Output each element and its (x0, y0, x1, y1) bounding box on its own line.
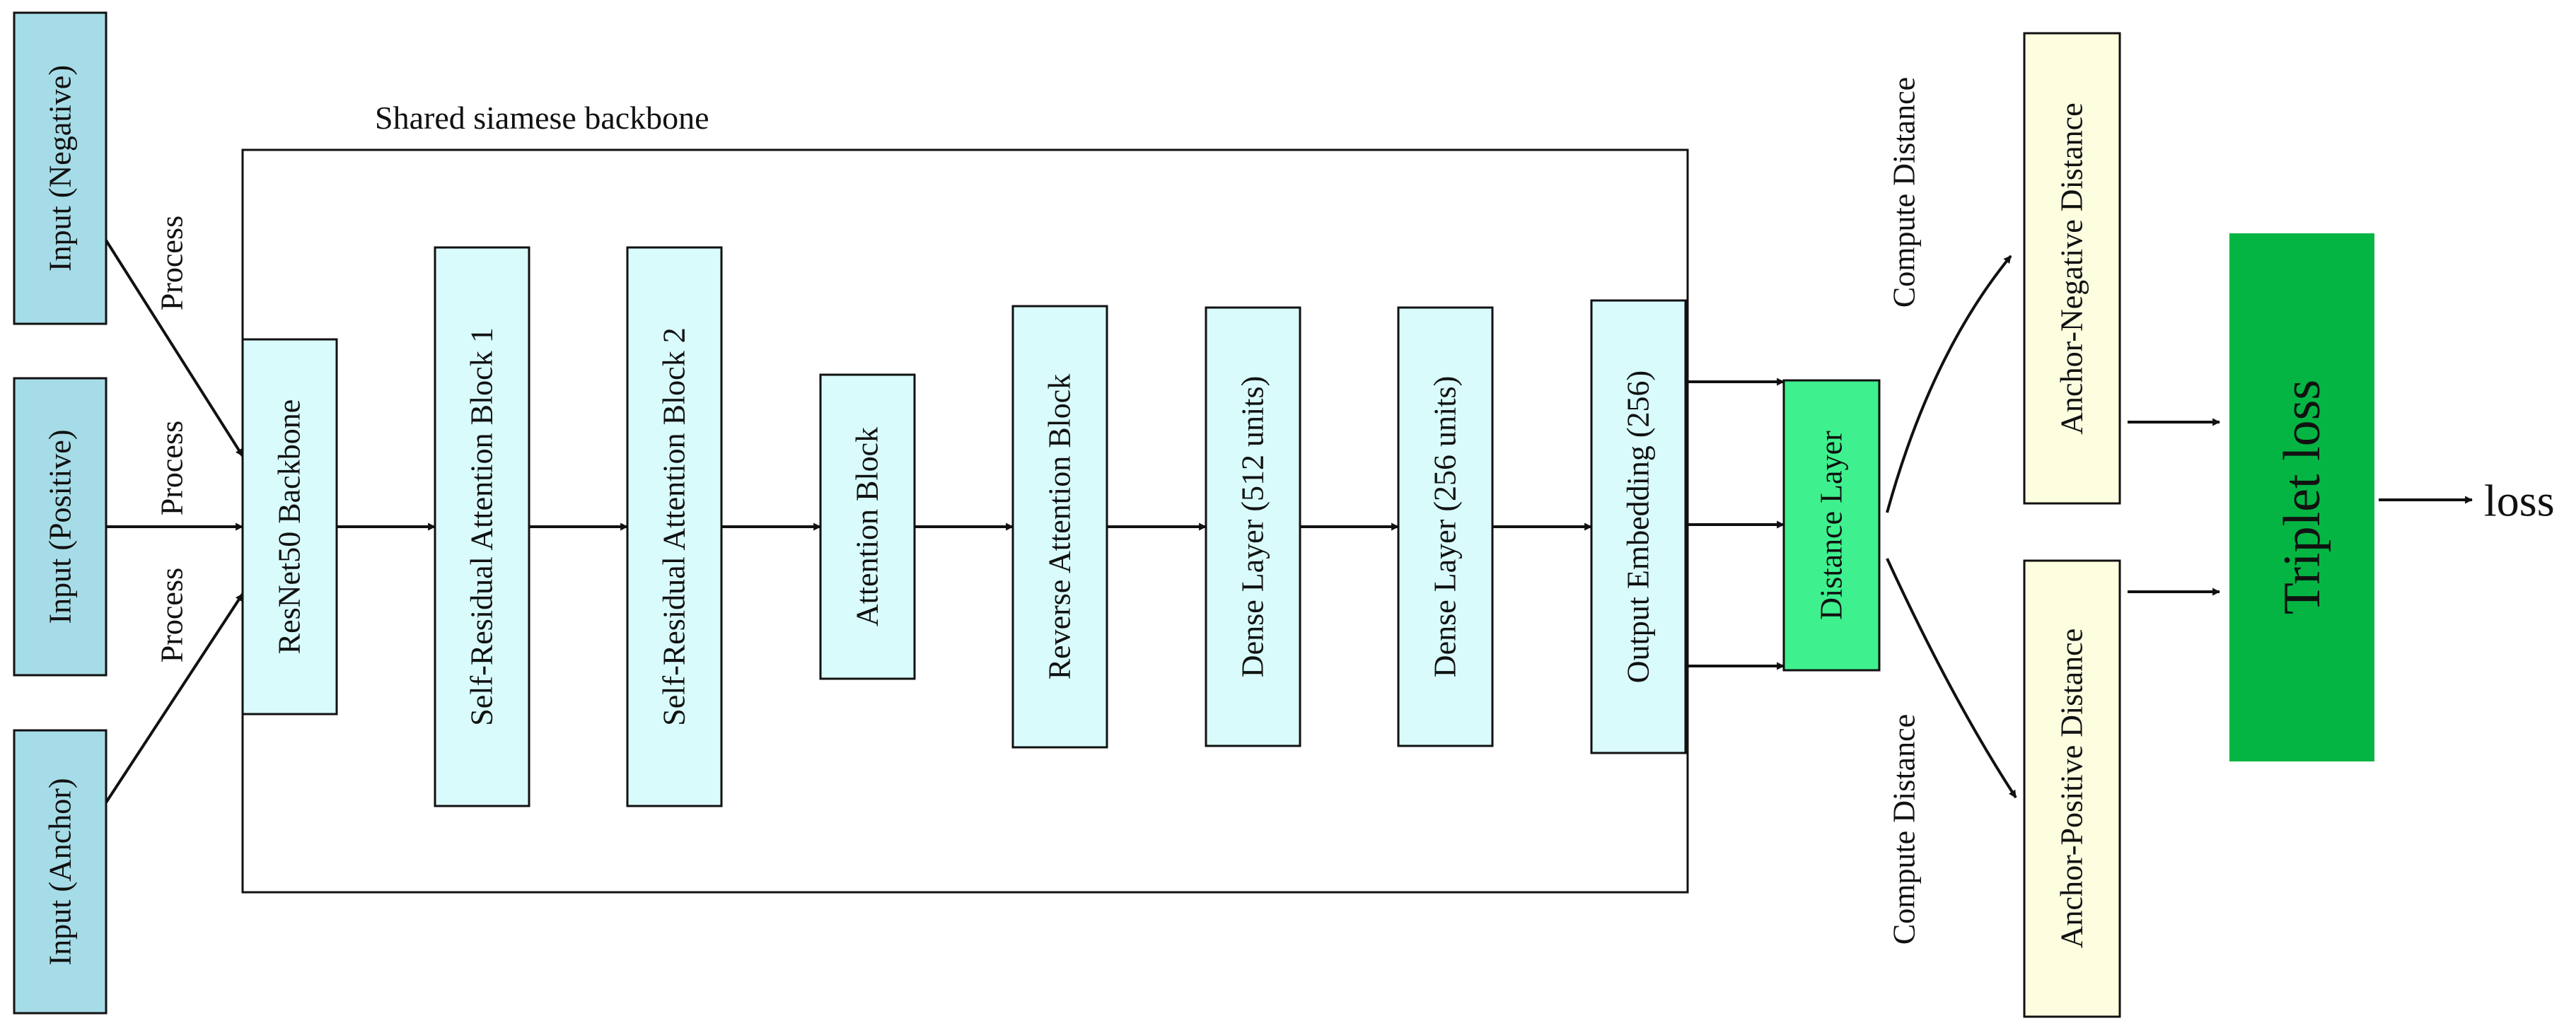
loss-output-label: loss (2484, 476, 2555, 526)
layer-label: ResNet50 Backbone (272, 399, 307, 654)
layer-resnet50-backbone: ResNet50 Backbone (241, 338, 338, 715)
shared-backbone-title: Shared siamese backbone (375, 100, 709, 136)
layer-dense-512: Dense Layer (512 units) (1205, 306, 1301, 747)
anchor-positive-distance-node: Anchor-Positive Distance (2023, 559, 2121, 1018)
layer-label: Self-Residual Attention Block 1 (465, 327, 499, 725)
input-anchor-node: Input (Anchor) (13, 729, 108, 1015)
layer-label: Dense Layer (256 units) (1428, 376, 1463, 677)
anchor-negative-distance-node: Anchor-Negative Distance (2023, 32, 2121, 505)
input-anchor-label: Input (Anchor) (43, 778, 78, 965)
edge-distance-to-positive-distance (1886, 558, 2017, 799)
input-positive-node: Input (Positive) (13, 377, 108, 677)
layer-self-residual-attention-block-1: Self-Residual Attention Block 1 (434, 246, 530, 807)
triplet-loss-label: Triplet loss (2273, 380, 2331, 614)
edge-negative-to-backbone (105, 239, 244, 457)
edge-anchor-to-backbone (105, 592, 244, 804)
input-positive-label: Input (Positive) (43, 430, 78, 624)
edge-label-compute-distance-positive: Compute Distance (1887, 714, 1922, 945)
triplet-loss-node: Triplet loss (2229, 233, 2374, 761)
edge-label-compute-distance-negative: Compute Distance (1887, 77, 1922, 308)
layer-label: Reverse Attention Block (1043, 374, 1077, 680)
distance-layer-label: Distance Layer (1814, 431, 1849, 620)
layer-reverse-attention-block: Reverse Attention Block (1011, 305, 1108, 749)
layer-attention-block: Attention Block (819, 373, 916, 680)
layer-label: Attention Block (850, 427, 885, 626)
edge-label-process-positive: Process (155, 421, 190, 515)
layer-label: Dense Layer (512 units) (1236, 376, 1270, 677)
layer-output-embedding: Output Embedding (256) (1590, 299, 1687, 754)
anchor-positive-distance-label: Anchor-Positive Distance (2055, 629, 2089, 948)
layer-label: Self-Residual Attention Block 2 (657, 327, 692, 725)
anchor-negative-distance-label: Anchor-Negative Distance (2055, 103, 2089, 434)
layer-label: Output Embedding (256) (1621, 370, 1656, 683)
edge-label-process-anchor: Process (155, 568, 190, 662)
layer-self-residual-attention-block-2: Self-Residual Attention Block 2 (626, 246, 723, 807)
input-negative-node: Input (Negative) (13, 11, 108, 325)
input-negative-label: Input (Negative) (43, 65, 78, 271)
layer-dense-256: Dense Layer (256 units) (1397, 306, 1494, 747)
edge-distance-to-negative-distance (1886, 255, 2012, 513)
distance-layer-node: Distance Layer (1782, 379, 1881, 672)
edge-label-process-negative: Process (155, 216, 190, 310)
